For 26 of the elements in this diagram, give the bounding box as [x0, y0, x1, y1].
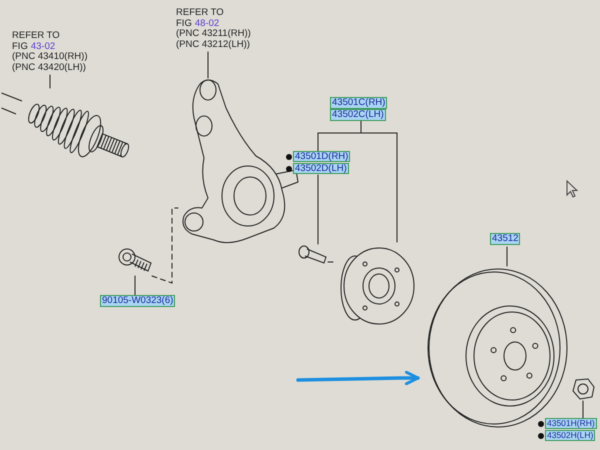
part-number-label: 43501C(RH) [330, 97, 388, 108]
reference-note: FIG [176, 18, 192, 29]
part-number-label: 90105-W0323(6) [100, 295, 176, 306]
arrow [296, 370, 420, 386]
part-number-label: 43512 [490, 233, 520, 244]
reference-note: (PNC 43410(RH)) [12, 52, 88, 62]
figure-number-link: 48-02 [194, 18, 220, 29]
part-number-label: 43501H(RH) [545, 418, 597, 430]
reference-note: (PNC 43420(LH)) [12, 62, 86, 73]
part-number-label: 43502D(LH) [293, 162, 349, 174]
leader-line [506, 246, 508, 266]
reference-note: REFER TO [12, 31, 60, 42]
dashed-leader-line [152, 208, 178, 284]
leader-line [582, 400, 584, 418]
reference-note: REFER TO [176, 8, 224, 18]
leader-line [360, 120, 398, 242]
hub-nut-drawing [570, 377, 596, 401]
hub-bolt-drawing [298, 244, 328, 266]
figure-number-link: 43-02 [30, 42, 56, 52]
leader-line [134, 276, 136, 296]
part-number-label: 43501D(RH) [293, 150, 350, 162]
reference-note: (PNC 43211(RH)) [176, 29, 251, 40]
reference-note: (PNC 43212(LH)) [176, 40, 250, 50]
part-number-label: 43502H(LH) [545, 430, 596, 442]
part-number-label: 43502C(LH) [330, 109, 386, 120]
reference-note: FIG [12, 42, 28, 52]
